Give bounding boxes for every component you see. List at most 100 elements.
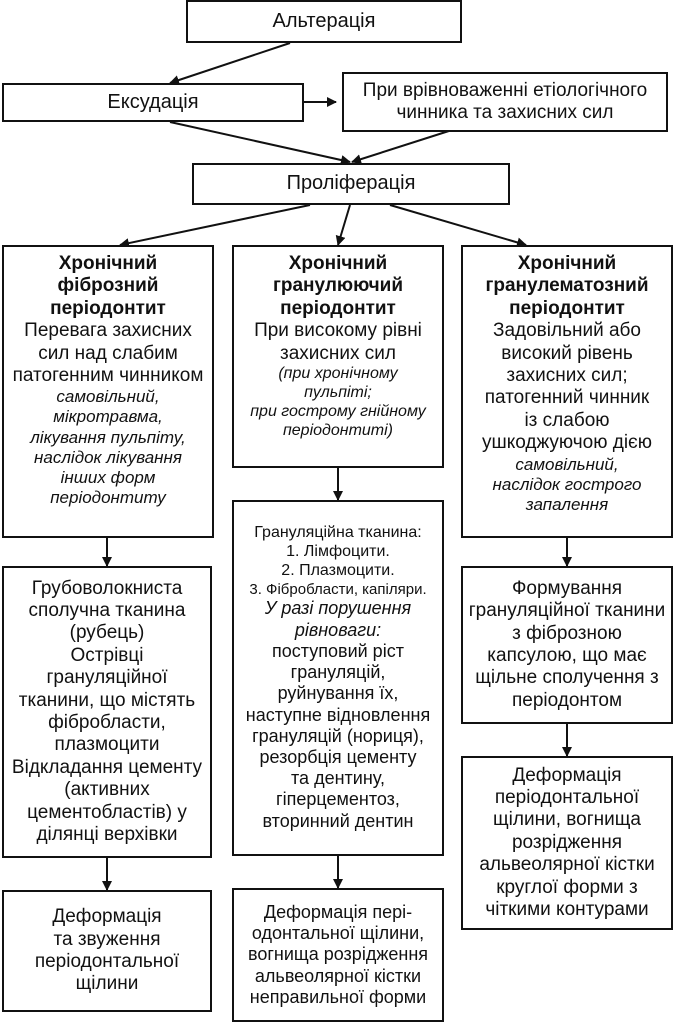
fibrous-tissue-box: Грубоволокниста сполучна тканина (рубець… — [2, 566, 212, 858]
fibrous-tissue-1: Грубоволокниста — [31, 577, 183, 599]
granulomatous-desc-6: ушкоджуючою дією — [481, 432, 652, 454]
granulomatous-title-3: періодонтит — [509, 297, 625, 319]
fibrous-desc-2: сил над слабим — [38, 342, 178, 364]
granulomatous-result-2: періодонтальної — [494, 786, 640, 808]
fibrous-result-box: Деформація та звуження періодонтальної щ… — [2, 890, 212, 1012]
granulating-result-5: неправильної форми — [249, 986, 427, 1007]
granulomatous-title-1: Хронічний — [517, 253, 617, 274]
granulating-cause-1: (при хронічному — [278, 365, 398, 383]
fibrous-cause-4: наслідок лікування — [34, 447, 182, 467]
granulating-desc-2: захисних сил — [280, 342, 396, 364]
fibrous-result-1: Деформація — [52, 906, 162, 928]
granulomatous-result-1: Деформація — [512, 764, 622, 786]
granulomatous-result-6: круглої форми з — [496, 876, 638, 898]
granulomatous-desc-5: із слабою — [524, 409, 610, 431]
granulating-desc-1: При високому рівні — [254, 320, 422, 342]
granulating-cause-3: при гострому гнійному — [250, 402, 426, 420]
granulating-rest-6: резорбція цементу — [259, 747, 417, 767]
granulating-rest-2: грануляцій, — [290, 662, 386, 683]
granulating-rest-5: грануляцій (нориця), — [252, 725, 424, 746]
fibrous-tissue-9: Відкладання цементу — [11, 756, 203, 778]
granulomatous-cause-2: наслідок гострого — [492, 474, 642, 494]
fibrous-tissue-6: тканини, що містять — [18, 689, 196, 711]
balance-line-2: чинника та захисних сил — [396, 102, 614, 123]
fibrous-title-3: періодонтит — [50, 297, 166, 319]
fibrous-desc-3: патогенним чинником — [12, 365, 204, 387]
granulating-italic-2: рівноваги: — [294, 619, 382, 640]
granulating-result-4: альвеолярної кістки — [254, 965, 422, 986]
granulating-periodontitis-box: Хронічний гранулюючий періодонтит При ви… — [232, 245, 444, 468]
fibrous-title-2: фіброзний — [57, 275, 159, 297]
fibrous-tissue-7: фібробласти, — [48, 712, 166, 733]
fibrous-cause-5: інших форм — [60, 467, 156, 487]
granulating-rest-4: наступне відновлення — [245, 704, 431, 725]
granulomatous-result-box: Деформація періодонтальної щілини, вогни… — [461, 756, 673, 930]
fibrous-result-4: щілини — [75, 973, 139, 995]
proliferation-box: Проліферація — [192, 163, 510, 205]
granulomatous-tissue-3: з фіброзною — [512, 622, 622, 644]
granulating-result-1: Деформація пері- — [263, 901, 413, 922]
granulomatous-result-7: чіткими контурами — [485, 899, 649, 921]
fibrous-tissue-2: сполучна тканина — [28, 599, 186, 621]
exudation-box: Ексудація — [2, 83, 304, 122]
granulomatous-desc-2: високий рівень — [501, 342, 633, 364]
alteration-box: Альтерація — [186, 0, 462, 43]
granulating-rest-1: поступовий ріст — [272, 640, 404, 661]
granulating-title-3: періодонтит — [280, 297, 396, 319]
proliferation-label: Проліферація — [286, 172, 416, 195]
fibrous-desc-1: Перевага захисних — [24, 320, 192, 342]
granulomatous-tissue-4: капсулою, що має — [487, 645, 647, 666]
granulating-title-1: Хронічний — [288, 253, 388, 274]
fibrous-tissue-11: цементобластів) у — [27, 801, 187, 823]
granulomatous-cause-1: самовільний, — [515, 454, 619, 474]
arrow-exudation-proliferation — [169, 121, 351, 165]
granulating-cause-4: періодонтиті) — [282, 421, 394, 439]
granulating-title-2: гранулюючий — [272, 275, 404, 297]
arrow-balance-proliferation — [351, 129, 453, 165]
granulomatous-result-4: розрідження — [511, 831, 623, 853]
granulating-list-1: Грануляційна тканина: — [254, 524, 422, 542]
fibrous-tissue-10: (активних — [64, 779, 150, 801]
granulating-rest-9: вторинний дентин — [262, 810, 414, 831]
granulomatous-tissue-5: щільне сполучення з — [475, 667, 659, 689]
fibrous-tissue-12: ділянці верхівки — [36, 824, 178, 846]
granulomatous-tissue-2: грануляційної тканини — [468, 600, 666, 622]
granulomatous-desc-1: Задовільний або — [492, 320, 641, 342]
granulomatous-tissue-box: Формування грануляційної тканини з фібро… — [461, 566, 673, 724]
granulating-list-4: 3. Фібробласти, капіляри. — [249, 580, 427, 598]
granulomatous-tissue-1: Формування — [511, 577, 623, 599]
fibrous-tissue-4: Острівці — [70, 644, 144, 666]
fibrous-cause-3: лікування пульпіту, — [30, 427, 186, 447]
granulating-rest-3: руйнування їх, — [277, 683, 399, 704]
granulomatous-cause-3: запалення — [525, 494, 609, 514]
granulating-result-2: одонтальної щілини, — [251, 923, 425, 944]
fibrous-title-1: Хронічний — [58, 253, 158, 274]
alteration-label: Альтерація — [272, 9, 376, 32]
granulomatous-result-5: альвеолярної кістки — [479, 854, 655, 876]
fibrous-cause-2: мікротравма, — [53, 407, 163, 427]
granulomatous-periodontitis-box: Хронічний гранулематозний періодонтит За… — [461, 245, 673, 538]
granulating-rest-8: гіперцементоз, — [276, 789, 400, 810]
fibrous-result-3: періодонтальної — [34, 951, 180, 972]
fibrous-periodontitis-box: Хронічний фіброзний періодонтит Перевага… — [2, 245, 214, 538]
arrow-proliferation-granulating — [335, 204, 351, 246]
granulating-cause-2: пульпіті; — [304, 383, 372, 401]
granulomatous-desc-4: патогенний чинник — [484, 387, 650, 409]
granulating-italic-1: У разі порушення — [264, 598, 412, 619]
granulating-list-2: 1. Лімфоцити. — [286, 542, 390, 560]
fibrous-tissue-3: (рубець) — [69, 622, 145, 644]
granulomatous-tissue-6: періодонтом — [511, 689, 623, 711]
granulating-result-3: вогнища розрідження — [247, 944, 429, 965]
arrow-proliferation-granulomatous — [389, 204, 527, 248]
balance-line-1: При врівноваженні етіологічного — [362, 79, 648, 101]
granulomatous-title-2: гранулематозний — [485, 275, 649, 297]
fibrous-tissue-8: плазмоцити — [54, 734, 160, 756]
fibrous-cause-6: періодонтиту — [50, 487, 166, 507]
balance-box: При врівноваженні етіологічного чинника … — [342, 72, 668, 132]
fibrous-result-2: та звуження — [53, 928, 161, 950]
arrow-alteration-exudation — [169, 42, 291, 85]
granulomatous-desc-3: захисних сил; — [506, 365, 628, 387]
granulomatous-result-3: щілини, вогнища — [493, 809, 641, 831]
exudation-label: Ексудація — [107, 90, 199, 113]
